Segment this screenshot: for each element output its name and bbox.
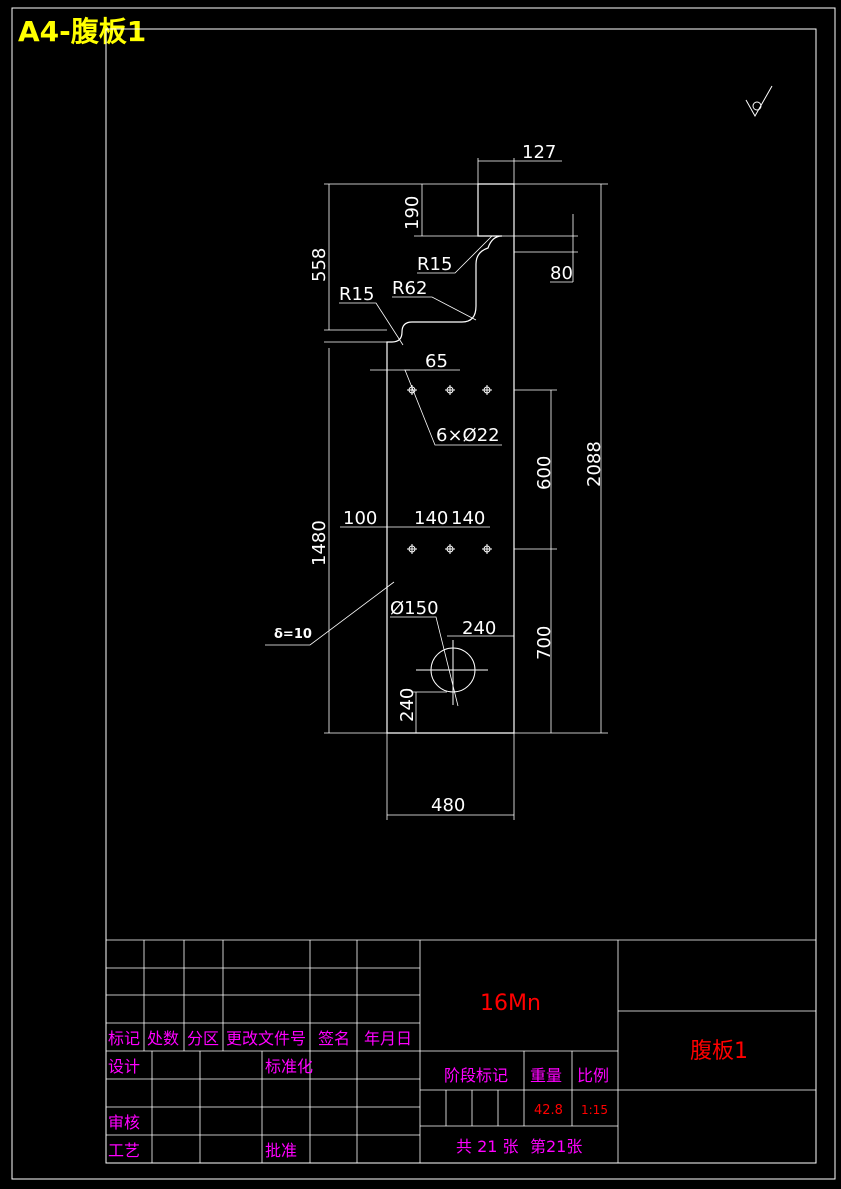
dim-big-hole-y: 240: [397, 688, 418, 722]
header-date: 年月日: [364, 1029, 412, 1048]
dim-top-height: 190: [402, 196, 423, 230]
sheet-border: [11, 7, 836, 1180]
hole: [445, 385, 455, 395]
roughness-symbol: [745, 85, 773, 118]
hole: [407, 544, 417, 554]
label-design: 设计: [108, 1057, 140, 1076]
dim-pitch-140b: 140: [451, 508, 485, 529]
dim-r15-left: R15: [339, 284, 374, 305]
dim-r62: R62: [392, 278, 427, 299]
dim-total-height: 2088: [584, 441, 605, 487]
sheet-title: A4-腹板1: [18, 15, 147, 48]
title-block-labels: 标记 处数 分区 更改文件号 签名 年月日 设计 标准化 审核 工艺 批准 16…: [108, 991, 748, 1160]
holes: [407, 385, 492, 705]
holes-callout: 6×Ø22: [436, 425, 500, 446]
weight-value: 42.8: [534, 1103, 563, 1118]
label-scale: 比例: [577, 1066, 609, 1085]
dim-top-width: 127: [522, 142, 556, 163]
label-approve: 批准: [265, 1141, 297, 1160]
header-mark: 标记: [108, 1029, 140, 1048]
scale-value: 1:15: [581, 1103, 608, 1117]
dim-hole-spacing: 600: [534, 456, 555, 490]
material: 16Mn: [480, 991, 541, 1016]
dim-upper-height: 558: [309, 248, 330, 282]
dim-big-hole-x: 240: [462, 618, 496, 639]
hole: [482, 385, 492, 395]
hole: [445, 544, 455, 554]
dim-bottom-width: 480: [431, 795, 465, 816]
thickness-note: δ=10: [274, 627, 312, 642]
dimension-lines: [265, 158, 608, 820]
sheets-total: 共 21 张: [456, 1137, 519, 1156]
label-stage-mark: 阶段标记: [444, 1066, 508, 1085]
dim-step-offset: 80: [550, 263, 573, 284]
sheet-number: 第21张: [530, 1137, 582, 1156]
label-standardization: 标准化: [265, 1057, 313, 1076]
title-block: [106, 939, 816, 1163]
dim-edge-100: 100: [343, 508, 377, 529]
header-zone: 分区: [187, 1029, 219, 1048]
dim-hole-offset: 65: [425, 351, 448, 372]
dimension-labels: 127 190 R15 80 558 R15 R62 65 6×Ø22 600 …: [274, 142, 605, 816]
part-name: 腹板1: [690, 1039, 748, 1064]
hole: [482, 544, 492, 554]
header-count: 处数: [147, 1029, 179, 1048]
dim-pitch-140a: 140: [414, 508, 448, 529]
dim-r15-top: R15: [417, 254, 452, 275]
header-signature: 签名: [318, 1029, 350, 1048]
dim-left-height: 1480: [309, 520, 330, 566]
label-weight: 重量: [530, 1066, 562, 1085]
label-process: 工艺: [108, 1141, 140, 1160]
dim-big-hole: Ø150: [390, 598, 439, 619]
label-review: 审核: [108, 1113, 140, 1132]
header-change-doc: 更改文件号: [226, 1029, 306, 1048]
dim-lower-700: 700: [534, 626, 555, 660]
big-hole: [416, 640, 488, 705]
